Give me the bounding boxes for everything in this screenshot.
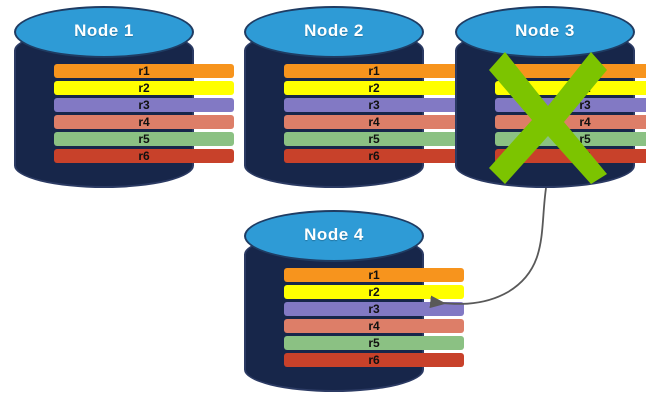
node-4-row-r6[interactable]: r6 bbox=[284, 353, 464, 367]
node-3-rows: r1 r2 r3 r4 r5 r6 bbox=[455, 64, 646, 163]
node-4-rows: r1 r2 r3 r4 r5 r6 bbox=[244, 268, 504, 367]
node-2-row-r1[interactable]: r1 bbox=[284, 64, 464, 78]
node-3-row-r4[interactable]: r4 bbox=[495, 115, 646, 129]
node-1-rows: r1 r2 r3 r4 r5 r6 bbox=[14, 64, 274, 163]
node-4-row-r4[interactable]: r4 bbox=[284, 319, 464, 333]
node-2-row-r2[interactable]: r2 bbox=[284, 81, 464, 95]
node-2-row-r5[interactable]: r5 bbox=[284, 132, 464, 146]
node-4-row-r5[interactable]: r5 bbox=[284, 336, 464, 350]
node-4[interactable]: Node 4 r1 r2 r3 r4 r5 r6 bbox=[244, 210, 464, 395]
node-1-row-r3[interactable]: r3 bbox=[54, 98, 234, 112]
node-3[interactable]: Node 3 r1 r2 r3 r4 r5 r6 bbox=[455, 6, 646, 191]
node-3-cylinder-top bbox=[455, 6, 635, 58]
node-1[interactable]: Node 1 r1 r2 r3 r4 r5 r6 bbox=[14, 6, 234, 191]
node-3-row-r5[interactable]: r5 bbox=[495, 132, 646, 146]
node-1-row-r5[interactable]: r5 bbox=[54, 132, 234, 146]
node-1-cylinder-top bbox=[14, 6, 194, 58]
node-1-row-r1[interactable]: r1 bbox=[54, 64, 234, 78]
node-1-row-r6[interactable]: r6 bbox=[54, 149, 234, 163]
node-4-row-r1[interactable]: r1 bbox=[284, 268, 464, 282]
node-2-row-r3[interactable]: r3 bbox=[284, 98, 464, 112]
node-3-row-r3[interactable]: r3 bbox=[495, 98, 646, 112]
node-4-row-r2[interactable]: r2 bbox=[284, 285, 464, 299]
node-4-cylinder-top bbox=[244, 210, 424, 262]
node-4-row-r3[interactable]: r3 bbox=[284, 302, 464, 316]
node-2-cylinder-top bbox=[244, 6, 424, 58]
node-3-row-r2[interactable]: r2 bbox=[495, 81, 646, 95]
node-1-row-r4[interactable]: r4 bbox=[54, 115, 234, 129]
node-2-rows: r1 r2 r3 r4 r5 r6 bbox=[244, 64, 504, 163]
node-1-row-r2[interactable]: r2 bbox=[54, 81, 234, 95]
node-3-row-r1[interactable]: r1 bbox=[495, 64, 646, 78]
node-2-row-r4[interactable]: r4 bbox=[284, 115, 464, 129]
node-2-row-r6[interactable]: r6 bbox=[284, 149, 464, 163]
node-3-row-r6[interactable]: r6 bbox=[495, 149, 646, 163]
node-2[interactable]: Node 2 r1 r2 r3 r4 r5 r6 bbox=[244, 6, 464, 191]
